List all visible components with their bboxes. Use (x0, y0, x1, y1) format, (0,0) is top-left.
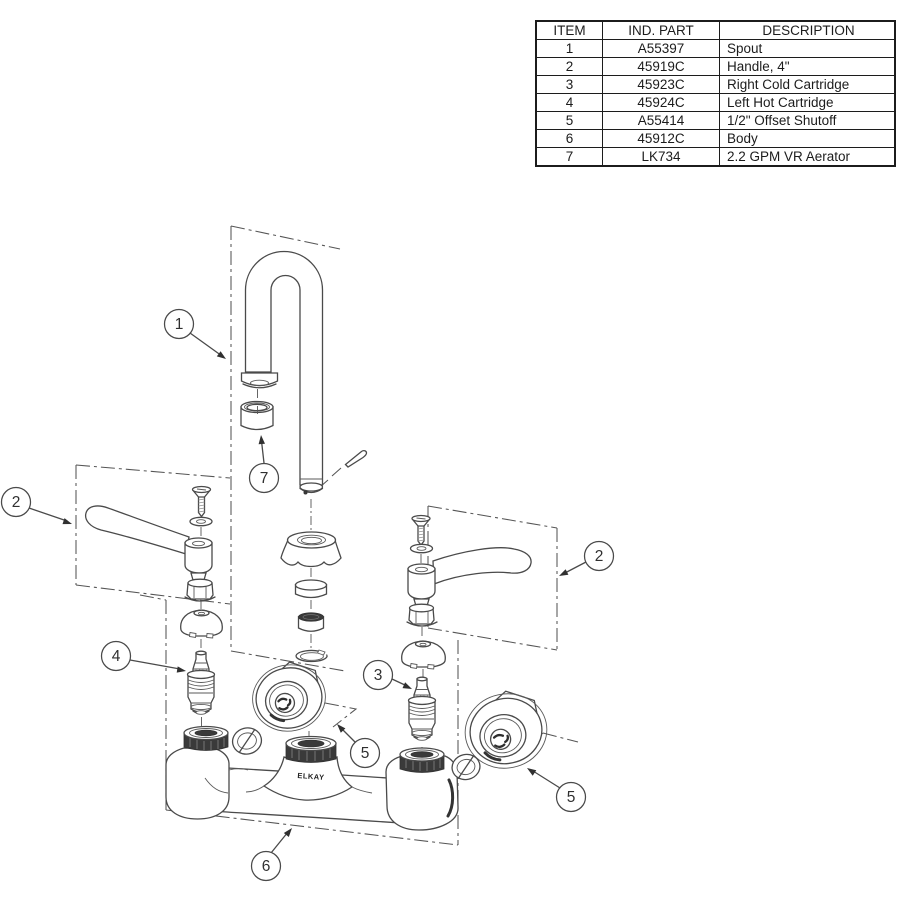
spout-drawing (240, 250, 324, 495)
cell-item: 7 (535, 147, 603, 167)
callout-3: 3 (362, 659, 412, 691)
centerlines (200, 389, 424, 753)
dome-cap-right-drawing (401, 640, 446, 670)
table-header-row: ITEM IND. PART DESCRIPTION (535, 20, 896, 40)
table-row: 1 A55397 Spout (535, 39, 896, 58)
cell-description: Left Hot Cartridge (719, 93, 896, 112)
shutoff-right-drawing (464, 690, 548, 769)
callout-7: 7 (248, 435, 280, 494)
header-description: DESCRIPTION (719, 20, 896, 40)
handle-right-drawing (406, 514, 532, 627)
cartridge-right-drawing (407, 676, 437, 741)
washer-right (409, 543, 434, 554)
cell-description: Handle, 4" (719, 57, 896, 76)
body-brand-label: ELKAY (297, 771, 325, 782)
callout-2-left: 2 (0, 486, 72, 525)
callout-5-center: 5 (337, 724, 381, 769)
cell-description: Spout (719, 39, 896, 58)
cell-part: A55414 (602, 111, 720, 130)
cell-item: 3 (535, 75, 603, 94)
cell-description: 2.2 GPM VR Aerator (719, 147, 896, 167)
washer-left (189, 516, 213, 527)
table-row: 7 LK734 2.2 GPM VR Aerator (535, 147, 896, 167)
svg-text:4: 4 (112, 648, 121, 665)
cartridge-left-drawing (186, 650, 216, 715)
callouts: 1 2 2 3 4 5 (0, 308, 615, 882)
cell-part: 45924C (602, 93, 720, 112)
callout-6: 6 (250, 828, 292, 882)
svg-text:2: 2 (12, 494, 21, 511)
pointer-tool-drawing (344, 450, 368, 468)
svg-text:3: 3 (374, 667, 383, 684)
handle-left-drawing (84, 485, 216, 602)
cell-item: 6 (535, 129, 603, 148)
handle-nut-left (184, 578, 216, 602)
seal-ring-drawing (297, 612, 325, 632)
header-item: ITEM (535, 20, 603, 40)
callout-5-right: 5 (527, 768, 587, 813)
cell-description: Right Cold Cartridge (719, 75, 896, 94)
friction-washer-left-drawing (231, 727, 263, 755)
header-ind-part: IND. PART (602, 20, 720, 40)
table-row: 5 A55414 1/2" Offset Shutoff (535, 111, 896, 130)
cell-description: Body (719, 129, 896, 148)
cell-part: A55397 (602, 39, 720, 58)
friction-washer-right-drawing (451, 753, 481, 781)
cell-item: 4 (535, 93, 603, 112)
cell-part: 45919C (602, 57, 720, 76)
callout-4: 4 (100, 640, 186, 673)
body-drawing: ELKAY (165, 725, 459, 831)
parts-table: ITEM IND. PART DESCRIPTION 1 A55397 Spou… (535, 20, 896, 167)
table-row: 6 45912C Body (535, 129, 896, 148)
cell-part: LK734 (602, 147, 720, 167)
callout-2-right: 2 (559, 540, 615, 576)
coupling-nut-drawing (280, 531, 342, 568)
svg-text:5: 5 (567, 789, 576, 806)
aerator-drawing (240, 400, 274, 431)
snap-ring-drawing (295, 649, 328, 663)
dome-cap-left-drawing (180, 609, 223, 639)
handle-nut-right (406, 603, 438, 627)
cell-part: 45923C (602, 75, 720, 94)
cell-item: 1 (535, 39, 603, 58)
svg-text:7: 7 (260, 470, 269, 487)
spacer-ring-drawing (294, 579, 328, 599)
cell-item: 2 (535, 57, 603, 76)
svg-text:6: 6 (262, 858, 271, 875)
callout-1: 1 (163, 308, 226, 359)
shutoff-left-drawing (252, 661, 326, 732)
svg-text:2: 2 (595, 548, 604, 565)
svg-text:5: 5 (361, 745, 370, 762)
table-row: 3 45923C Right Cold Cartridge (535, 75, 896, 94)
cell-part: 45912C (602, 129, 720, 148)
cell-item: 5 (535, 111, 603, 130)
cell-description: 1/2" Offset Shutoff (719, 111, 896, 130)
svg-text:1: 1 (175, 316, 184, 333)
table-row: 4 45924C Left Hot Cartridge (535, 93, 896, 112)
table-row: 2 45919C Handle, 4" (535, 57, 896, 76)
